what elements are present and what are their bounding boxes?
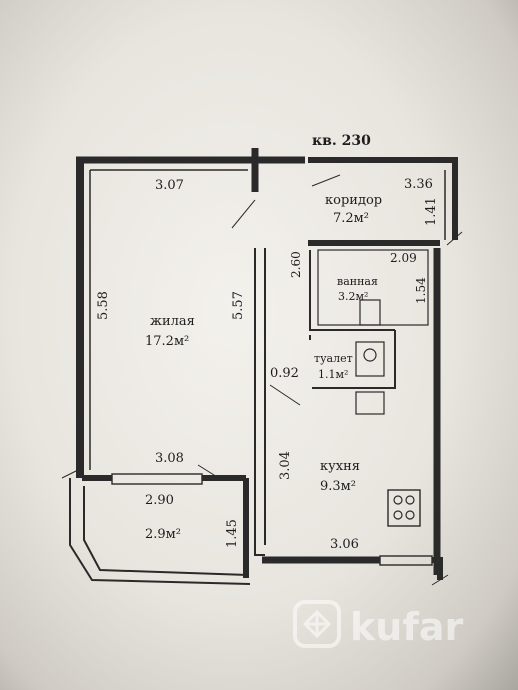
dim-balcony-right: 1.45 (225, 519, 240, 548)
door-corridor (311, 174, 341, 187)
kitchen-vent (355, 391, 385, 415)
room-balcony-area: 2.9м² (145, 527, 181, 542)
dim-kitchen-bottom: 3.06 (330, 537, 359, 552)
dim-bath-right: 1.54 (414, 277, 428, 304)
room-kitchen-name: кухня (320, 459, 360, 474)
kufar-logo-icon (293, 600, 341, 648)
kufar-watermark: kufar (293, 600, 463, 649)
wall-toilet (309, 330, 396, 389)
balcony-wall (83, 486, 249, 576)
dim-living-top: 3.07 (155, 178, 184, 193)
apartment-label: кв. 230 (312, 133, 371, 149)
room-living-area: 17.2м² (145, 334, 189, 349)
kitchen-window (379, 555, 433, 566)
dim-toilet-door: 0.92 (270, 366, 299, 381)
room-kitchen-area: 9.3м² (320, 479, 356, 494)
dim-bath-left: 2.60 (289, 251, 303, 278)
balcony-wall-outer (69, 478, 251, 585)
toilet-fixture (355, 341, 385, 377)
tick-kitchen-corner (431, 574, 449, 586)
kufar-logo-mark (302, 609, 332, 639)
room-corridor-name: коридор (325, 193, 382, 208)
dim-corridor-right: 1.41 (424, 197, 439, 226)
bath-sink (359, 299, 381, 326)
living-window (111, 473, 203, 485)
dim-balcony-top: 2.90 (145, 493, 174, 508)
kufar-watermark-text: kufar (350, 605, 463, 649)
dim-living-bottom: 3.08 (155, 451, 184, 466)
wall-corridor-top (308, 157, 458, 240)
toilet-bowl (363, 348, 377, 362)
dim-corridor-top: 3.36 (404, 177, 433, 192)
room-bathroom-area: 3.2м² (338, 290, 368, 303)
stove-burner-4 (405, 510, 415, 520)
dim-living-right: 5.57 (231, 291, 246, 320)
room-living-name: жилая (150, 314, 195, 329)
dim-kitchen-left: 3.04 (278, 451, 293, 480)
wall-bath-left (309, 250, 395, 331)
stove (387, 489, 421, 527)
door-balcony (197, 464, 223, 481)
room-toilet-area: 1.1м² (318, 368, 348, 381)
tick-corridor (446, 231, 463, 246)
dim-bath-top: 2.09 (390, 251, 417, 265)
dim-living-left: 5.58 (96, 291, 111, 320)
wall-kitchen-bottom-right (432, 557, 443, 580)
wall-living-kitchen-lower (254, 248, 265, 556)
stove-burner-3 (393, 510, 403, 520)
stove-burner-1 (393, 495, 403, 505)
room-bathroom-name: ванная (337, 275, 378, 288)
room-toilet-name: туалет (314, 352, 353, 365)
room-corridor-area: 7.2м² (333, 211, 369, 226)
door-toilet (269, 384, 301, 406)
tick-balcony-left (61, 469, 79, 479)
door-living (231, 199, 256, 229)
stove-burner-2 (405, 495, 415, 505)
